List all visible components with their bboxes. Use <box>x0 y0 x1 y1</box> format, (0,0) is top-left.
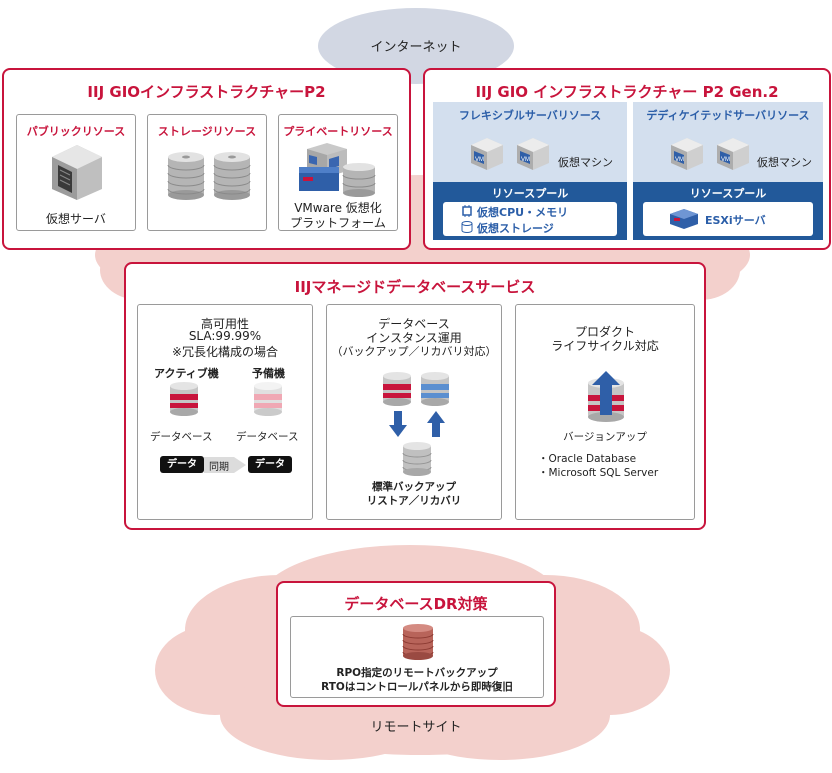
dedicated-resource-box: デディケイテッドサーバリソース VM VM 仮想マシン リソースプール <box>633 102 823 240</box>
p2-title: IIJ GIOインフラストラクチャーP2 <box>87 83 326 101</box>
server-icon <box>52 145 102 200</box>
ops-line1: データベース <box>378 317 450 331</box>
ops-line3: （バックアップ／リカバリ対応） <box>331 345 497 358</box>
vmware-platform-icon <box>299 143 376 197</box>
active-database-icon <box>170 382 198 416</box>
vm-icon: VM <box>671 138 703 170</box>
gen2-title: IIJ GIO インフラストラクチャー P2 Gen.2 <box>475 83 779 101</box>
active-label: アクティブ機 <box>154 367 219 380</box>
dedicated-pool-title: リソースプール <box>689 187 767 200</box>
lifecycle-line2: ライフサイクル対応 <box>551 339 659 353</box>
managed-db-panel: IIJマネージドデータベースサービス 高可用性 SLA:99.99% ※冗長化構… <box>124 262 706 530</box>
gen2-panel: IIJ GIO インフラストラクチャー P2 Gen.2 フレキシブルサーバリソ… <box>423 68 831 250</box>
database-icon <box>421 372 449 406</box>
product-item: ・Oracle Database <box>538 453 637 465</box>
remote-site-label: リモートサイト <box>370 720 462 735</box>
flex-pool-line2: 仮想ストレージ <box>477 222 554 235</box>
svg-text:VM: VM <box>721 157 730 163</box>
storage-resource-box: ストレージリソース <box>147 114 267 231</box>
private-caption-line1: VMware 仮想化 <box>294 201 382 215</box>
high-availability-box: 高可用性 SLA:99.99% ※冗長化構成の場合 アクティブ機 予備機 データ… <box>137 304 313 520</box>
flex-resource-pool: リソースプール 仮想CPU・メモリ 仮想ストレージ <box>433 182 627 240</box>
sync-arrow-icon <box>204 457 246 473</box>
svg-text:VM: VM <box>521 157 530 163</box>
public-resource-title: パブリックリソース <box>26 125 126 138</box>
vm-icon: VM <box>517 138 549 170</box>
remote-backup-disk-icon <box>402 624 434 660</box>
p2-panel: IIJ GIOインフラストラクチャーP2 パブリックリソース 仮想サーバ ストレ… <box>2 68 411 250</box>
private-caption-line2: プラットフォーム <box>290 216 386 230</box>
flex-resource-box: フレキシブルサーバリソース VM VM 仮想マシン リソースプール <box>433 102 627 240</box>
ha-line1: 高可用性 <box>200 317 249 331</box>
dr-title: データベースDR対策 <box>344 595 488 613</box>
flex-pool-title: リソースプール <box>491 187 569 200</box>
vm-icon: VM <box>717 138 749 170</box>
disk-stack-icon <box>167 152 251 200</box>
dr-panel: データベースDR対策 RPO指定のリモートバックアップ RTOはコントロールパネ… <box>276 581 556 707</box>
dedicated-pool-inner: ESXiサーバ <box>643 202 813 236</box>
sync-label: 同期 <box>209 462 229 473</box>
dedicated-pool-line1: ESXiサーバ <box>705 214 766 227</box>
managed-db-title: IIJマネージドデータベースサービス <box>294 278 536 296</box>
lifecycle-box: プロダクト ライフサイクル対応 バージョンアップ ・Oracle Databas… <box>515 304 695 520</box>
standby-label: 予備機 <box>252 367 285 380</box>
private-resource-title: プライベートリソース <box>283 125 393 138</box>
data-chip-active: データ <box>160 456 204 473</box>
internet-label: インターネット <box>370 40 462 55</box>
data-chip-standby: データ <box>248 456 292 473</box>
flex-resource-title: フレキシブルサーバリソース <box>458 109 602 122</box>
storage-icon <box>461 221 473 233</box>
product-item: ・Microsoft SQL Server <box>538 467 659 479</box>
backup-arrow-down-icon <box>389 411 407 437</box>
dedicated-resource-title: デディケイテッドサーバリソース <box>646 109 810 122</box>
ha-line3: ※冗長化構成の場合 <box>171 345 279 359</box>
dr-line2: RTOはコントロールパネルから即時復旧 <box>321 681 513 693</box>
restore-arrow-up-icon <box>427 411 445 437</box>
backup-disk-icon <box>402 442 432 476</box>
storage-resource-title: ストレージリソース <box>157 125 257 138</box>
svg-text:VM: VM <box>475 157 484 163</box>
ops-line2: インスタンス運用 <box>366 331 462 345</box>
instance-operation-box: データベース インスタンス運用 （バックアップ／リカバリ対応） <box>326 304 502 520</box>
svg-text:VM: VM <box>675 157 684 163</box>
upgrade-label: バージョンアップ <box>563 431 647 443</box>
ha-line2: SLA:99.99% <box>188 329 262 343</box>
active-db-label: データベース <box>150 431 213 443</box>
public-resource-box: パブリックリソース 仮想サーバ <box>16 114 136 231</box>
dedicated-resource-pool: リソースプール ESXiサーバ <box>633 182 823 240</box>
standby-database-icon <box>254 382 282 416</box>
private-resource-box: プライベートリソース VMware 仮想化 プラットフォーム <box>278 114 398 231</box>
backup-line2: リストア／リカバリ <box>366 495 462 507</box>
dr-line1: RPO指定のリモートバックアップ <box>336 667 498 679</box>
lifecycle-line1: プロダクト <box>574 325 635 339</box>
flex-pool-inner: 仮想CPU・メモリ 仮想ストレージ <box>443 202 617 236</box>
flex-vm-label: 仮想マシン <box>558 156 613 169</box>
esxi-server-icon <box>670 209 698 229</box>
standby-db-label: データベース <box>236 431 299 443</box>
dr-inner-box: RPO指定のリモートバックアップ RTOはコントロールパネルから即時復旧 <box>290 616 544 698</box>
dedicated-vm-label: 仮想マシン <box>757 156 812 169</box>
public-caption: 仮想サーバ <box>46 212 106 226</box>
cpu-icon <box>462 205 472 217</box>
flex-pool-line1: 仮想CPU・メモリ <box>477 206 569 219</box>
database-icon <box>383 372 411 406</box>
vm-icon: VM <box>471 138 503 170</box>
version-up-database-icon <box>588 371 624 422</box>
backup-line1: 標準バックアップ <box>372 481 456 493</box>
